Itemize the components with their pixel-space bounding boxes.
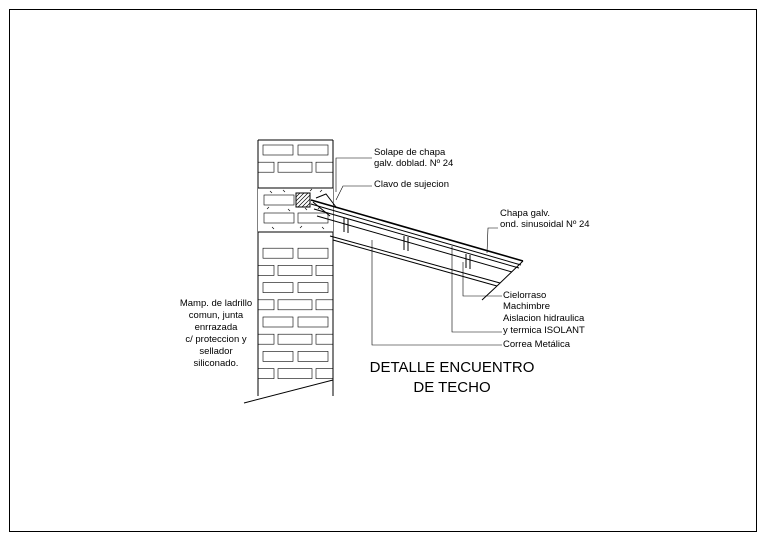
brick	[315, 161, 334, 173]
wall-base-ground	[243, 379, 334, 404]
brick	[315, 265, 334, 276]
brick	[277, 161, 313, 173]
ceiling-board-line	[329, 235, 501, 284]
label-mamp-line-5: sellador	[199, 346, 232, 357]
flashing-lap	[315, 193, 337, 208]
brick	[315, 333, 334, 345]
sealant-block	[295, 192, 311, 208]
brick	[257, 161, 275, 173]
fixing-nail	[312, 201, 331, 217]
label-solape-line-2: galv. doblad. Nº 24	[374, 158, 453, 169]
brick-wall	[257, 139, 334, 396]
brick	[262, 316, 294, 328]
label-mamp-line-3: enrrazada	[195, 322, 238, 333]
brick	[262, 144, 294, 156]
brick	[297, 144, 329, 156]
label-cielorraso-line-2: Machimbre	[503, 301, 550, 312]
brick	[277, 333, 313, 345]
label-mamp-line-1: Mamp. de ladrillo	[180, 298, 252, 309]
label-aislacion-line-1: Aislacion hidraulica	[503, 313, 585, 324]
brick	[257, 333, 275, 345]
metal-purlins	[343, 218, 471, 269]
label-cielorraso-line-1: Cielorraso	[503, 290, 546, 301]
label-mamp-line-6: siliconado.	[194, 358, 239, 369]
sheet-border	[9, 9, 757, 532]
brick	[257, 368, 275, 379]
label-chapa-line-2: ond. sinusoidal Nº 24	[500, 219, 590, 230]
brick	[262, 351, 294, 362]
title-line-2: DE TECHO	[413, 379, 490, 396]
brick	[277, 368, 313, 379]
brick	[297, 282, 329, 293]
brick	[277, 299, 313, 311]
brick	[262, 247, 294, 259]
wall-bond-beam	[258, 187, 333, 233]
leader-lines	[335, 157, 502, 346]
brick	[262, 282, 294, 293]
brick	[297, 351, 329, 362]
brick	[257, 265, 275, 276]
brick	[297, 247, 329, 259]
brick	[315, 299, 334, 311]
brick	[297, 316, 329, 328]
corrugated-sheet-top	[310, 199, 524, 262]
label-correa: Correa Metálica	[503, 339, 571, 350]
brick	[277, 265, 313, 276]
label-mamp-line-4: c/ proteccion y	[185, 334, 246, 345]
brick	[257, 299, 275, 311]
callout-labels: Solape de chapa galv. doblad. Nº 24 Clav…	[180, 147, 590, 369]
label-clavo: Clavo de sujecion	[374, 179, 449, 190]
brick	[315, 368, 334, 379]
insulation-layer	[316, 215, 513, 273]
detail-title: DETALLE ENCUENTRO DE TECHO	[370, 359, 535, 396]
label-mamp-line-2: comun, junta	[189, 310, 244, 321]
title-line-1: DETALLE ENCUENTRO	[370, 359, 535, 376]
roof-assembly	[310, 193, 524, 301]
label-solape-line-1: Solape de chapa	[374, 147, 446, 158]
label-chapa-line-1: Chapa galv.	[500, 208, 550, 219]
label-aislacion-line-2: y termica ISOLANT	[503, 325, 585, 336]
